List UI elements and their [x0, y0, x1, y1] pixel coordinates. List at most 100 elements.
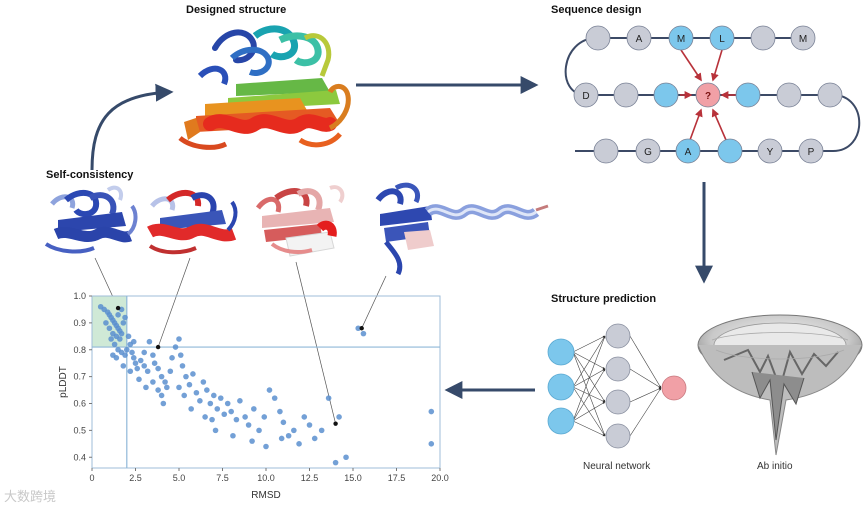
nn-edge: [572, 335, 606, 353]
data-point: [277, 408, 283, 415]
data-point: [186, 381, 193, 388]
residue-row1-1: [626, 25, 652, 51]
connector-line: [157, 257, 191, 348]
data-point: [204, 387, 210, 393]
nn-edge: [629, 387, 662, 403]
residue-row1-3: [709, 25, 735, 51]
data-point: [263, 443, 269, 450]
data-point: [336, 414, 342, 420]
residue-row3-0: [593, 138, 619, 164]
data-point: [106, 325, 113, 332]
neural-network-diagram: [547, 323, 687, 449]
data-point: [141, 349, 147, 356]
data-point: [214, 406, 221, 412]
residue-row2-1: [613, 82, 639, 108]
data-point: [280, 419, 287, 426]
data-point: [127, 368, 134, 375]
arrow-to-design: [90, 83, 174, 171]
self-consistency-title: Self-consistency: [46, 169, 134, 181]
data-point: [118, 330, 125, 337]
red-arrow-a: [689, 108, 703, 141]
y-tick-label: 0.8: [73, 345, 86, 355]
y-tick-label: 1.0: [73, 291, 86, 301]
data-point: [202, 414, 208, 420]
data-point: [134, 365, 141, 372]
data-point: [183, 373, 189, 380]
data-point: [325, 395, 332, 401]
residue-row3-5: [798, 138, 824, 164]
data-point: [230, 432, 236, 439]
residue-row2-6: [817, 82, 843, 108]
data-point: [343, 454, 349, 461]
data-point: [428, 441, 435, 447]
residue-row3-1: [635, 138, 661, 164]
residue-row2-0-letter: D: [582, 91, 589, 102]
data-point: [188, 406, 194, 412]
residue-row1-5: [790, 25, 816, 51]
data-point: [146, 338, 153, 345]
nn-edge: [572, 368, 606, 422]
ab-initio-funnel: [697, 314, 863, 456]
data-point: [111, 341, 118, 348]
nn-input-node: [547, 407, 575, 435]
data-point: [301, 414, 308, 420]
designed-structure-title: Designed structure: [186, 4, 287, 16]
data-point: [211, 392, 217, 399]
watermark: 大数跨境: [4, 490, 57, 505]
data-point: [217, 395, 224, 401]
designed-structure-protein: [178, 25, 351, 150]
data-point: [249, 438, 255, 444]
residue-row1-3-letter: L: [719, 34, 725, 45]
nn-output-node: [661, 375, 687, 401]
nn-hidden-node: [605, 323, 631, 349]
plot-frame: [91, 295, 441, 469]
data-point: [233, 416, 240, 423]
residue-row3-4: [757, 138, 783, 164]
data-point: [256, 427, 262, 434]
data-point: [120, 320, 127, 326]
highlighted-point: [333, 421, 338, 426]
data-point: [160, 400, 167, 407]
highlighted-point: [115, 305, 121, 311]
data-point: [237, 398, 243, 404]
nn-hidden-node: [605, 389, 631, 415]
data-point: [155, 387, 161, 393]
data-point: [125, 333, 132, 340]
data-point: [311, 435, 318, 442]
y-tick-label: 0.6: [73, 399, 86, 409]
data-point: [209, 416, 215, 423]
x-tick-label: 2.5: [129, 473, 142, 483]
residue-row1-2-letter: M: [677, 34, 685, 45]
nn-hidden-node: [605, 356, 631, 382]
nn-edge: [572, 335, 606, 388]
data-point: [103, 320, 109, 326]
data-point: [224, 400, 231, 407]
data-point: [113, 355, 120, 361]
data-point: [155, 365, 161, 372]
query-residue: [695, 82, 721, 108]
nn-edge: [572, 420, 606, 437]
nn-edge: [629, 368, 662, 389]
data-point: [200, 379, 207, 385]
red-arrow-l: [711, 49, 723, 82]
residue-row2-2: [653, 82, 679, 108]
nn-hidden-node: [605, 423, 631, 449]
residue-row3-4-letter: Y: [767, 147, 774, 158]
residue-row1-0: [585, 25, 611, 51]
data-point: [181, 392, 188, 399]
data-point: [221, 411, 228, 418]
data-point: [190, 371, 196, 377]
residue-row3-1-letter: G: [644, 147, 652, 158]
data-point: [150, 352, 156, 358]
x-tick-label: 10.0: [257, 473, 275, 483]
data-point: [179, 363, 186, 369]
residue-row3-2-letter: A: [685, 147, 692, 158]
residue-row2-5: [776, 82, 802, 108]
x-tick-label: 12.5: [301, 473, 319, 483]
y-tick-label: 0.4: [73, 452, 86, 462]
data-point: [137, 357, 144, 364]
ab-initio-label: Ab initio: [757, 461, 793, 472]
